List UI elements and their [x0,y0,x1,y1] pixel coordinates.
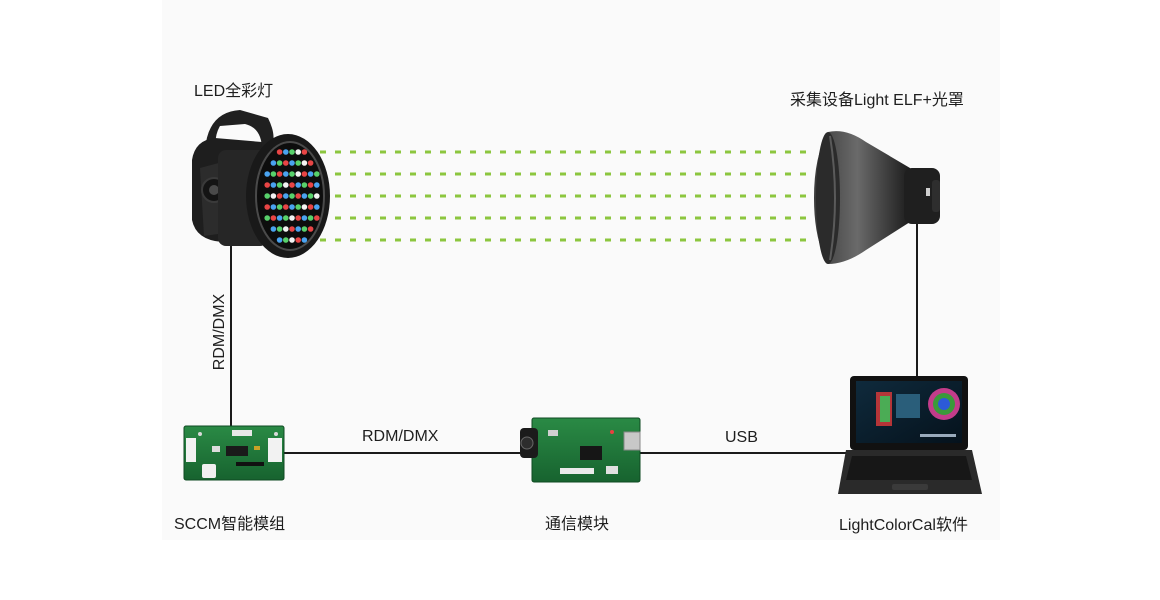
led-light-label: LED全彩灯 [194,83,274,100]
software-label: LightColorCal软件 [839,517,968,534]
led-bulb [307,215,314,221]
led-bulb [283,204,289,210]
led-bulb [283,193,289,199]
led-bulb [289,182,295,188]
led-bulb [295,237,302,243]
led-bulb [295,160,302,166]
led-bulb [283,171,289,177]
led-bulb [301,182,308,188]
led-bulb [295,193,302,199]
led-bulb [264,182,271,188]
comm-module-label: 通信模块 [545,516,610,533]
led-bulb [301,215,308,221]
led-bulb [276,160,283,166]
led-bulb [276,226,283,232]
led-bulb [276,204,283,210]
led-bulb [276,182,283,188]
led-bulb [276,215,283,221]
led-bulb [295,215,302,221]
led-bulb [270,182,277,188]
led-bulb [295,226,302,232]
led-bulb [270,226,277,232]
led-lamp-icon [192,110,330,258]
rdm-dmx-label-led-sccm: RDM/DMX [211,293,228,371]
laptop-software-icon [838,376,982,494]
led-bulb [270,215,277,221]
led-bulb [301,204,308,210]
led-bulb [314,193,320,199]
led-bulb [276,149,283,155]
led-bulb [307,182,314,188]
led-bulb [283,237,289,243]
led-bulb [283,182,289,188]
led-bulb [301,171,308,177]
led-bulb [295,182,302,188]
led-bulb [301,149,308,155]
led-bulb [289,237,295,243]
led-bulb [289,193,295,199]
led-bulb [276,237,283,243]
connection-lines [230,218,918,454]
led-bulb [289,149,295,155]
sccm-module-icon [183,425,285,481]
led-bulb [283,226,289,232]
led-bulb [270,171,277,177]
led-bulb [264,204,271,210]
led-bulb [264,171,271,177]
led-bulb [295,204,302,210]
collector-label: 采集设备Light ELF+光罩 [790,92,964,109]
led-bulb [295,171,302,177]
light-beams [320,150,808,242]
rdm-dmx-label-sccm-comm: RDM/DMX [362,428,439,445]
led-bulb [283,149,289,155]
led-bulb [264,215,271,221]
led-bulb [276,193,283,199]
led-bulb [314,171,320,177]
light-elf-hood-icon [814,131,940,264]
led-bulb [289,215,295,221]
sccm-module-label: SCCM智能模组 [174,516,286,533]
led-bulb [301,193,308,199]
led-bulb [295,149,302,155]
led-bulb [270,193,277,199]
led-bulb [289,171,295,177]
led-bulb [270,160,277,166]
led-bulb [307,193,314,199]
usb-label: USB [725,429,758,446]
led-bulb [301,237,308,243]
led-bulb [289,226,295,232]
led-bulb [264,193,271,199]
led-bulb [283,160,289,166]
led-bulb [314,182,320,188]
led-bulb [301,160,308,166]
led-bulb [276,171,283,177]
comm-module-icon [520,417,641,483]
led-array [264,149,320,243]
led-bulb [270,204,277,210]
led-bulb [289,204,295,210]
led-bulb [301,226,308,232]
led-bulb [314,204,320,210]
led-bulb [289,160,295,166]
led-bulb [307,160,314,166]
led-bulb [307,171,314,177]
led-bulb [307,226,314,232]
led-bulb [314,215,320,221]
led-bulb [307,204,314,210]
led-bulb [283,215,289,221]
